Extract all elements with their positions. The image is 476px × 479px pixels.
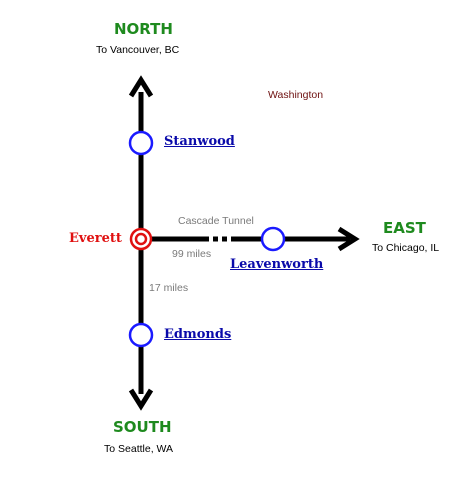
south-distance-label: 17 miles (149, 282, 189, 294)
south-arrowhead (128, 388, 154, 411)
region-label: Washington (268, 89, 324, 101)
cascade-tunnel-label: Cascade Tunnel (178, 215, 254, 227)
everett-label: Everett (69, 231, 122, 246)
everett-hub-inner-ring (134, 232, 148, 246)
east-arrowhead (337, 226, 360, 252)
east-destination: To Chicago, IL (372, 242, 440, 254)
north-destination: To Vancouver, BC (96, 44, 180, 56)
north-arrowhead (128, 75, 154, 98)
leavenworth-station-marker[interactable] (260, 226, 286, 252)
stanwood-station-marker[interactable] (128, 130, 154, 156)
leavenworth-link[interactable]: Leavenworth (230, 257, 324, 272)
edmonds-station-marker[interactable] (128, 322, 154, 348)
edmonds-link[interactable]: Edmonds (164, 327, 232, 342)
south-destination: To Seattle, WA (104, 443, 174, 455)
east-distance-label: 99 miles (172, 248, 212, 260)
stanwood-link[interactable]: Stanwood (164, 134, 235, 149)
south-label: SOUTH (113, 418, 172, 436)
east-label: EAST (383, 219, 426, 237)
north-label: NORTH (114, 20, 173, 38)
